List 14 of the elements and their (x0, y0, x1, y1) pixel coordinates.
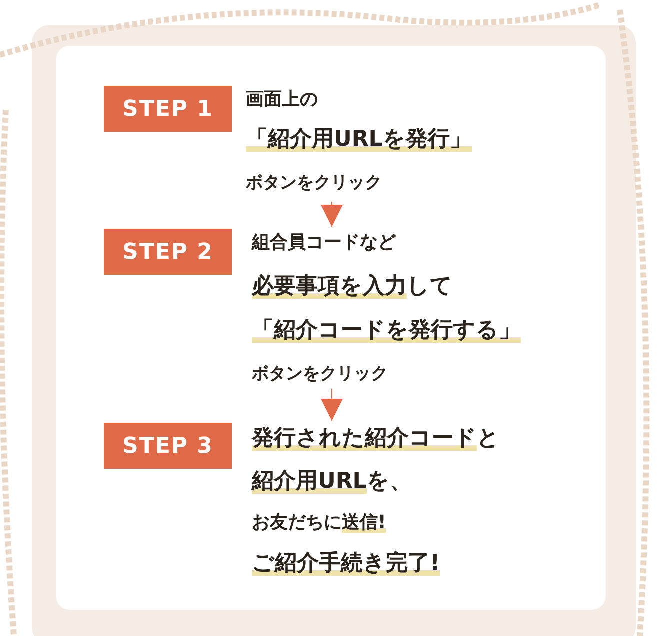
instruction-text: 「紹介コードを発行する」 (252, 317, 521, 345)
instruction-text: ボタンをクリック (246, 172, 382, 195)
step-badge: STEP 3 (104, 423, 232, 469)
instruction-text: ご紹介手続き完了! (252, 550, 440, 578)
instruction-text: お友だちに送信! (252, 511, 386, 535)
step-badge: STEP 1 (104, 86, 232, 132)
down-arrow (321, 202, 343, 228)
instruction-text: 組合員コードなど (252, 231, 396, 255)
down-arrow (321, 388, 343, 422)
instruction-text: ボタンをクリック (252, 363, 388, 386)
instruction-text: 「紹介用URLを発行」 (246, 126, 472, 154)
instruction-text: 画面上の (246, 88, 318, 112)
step-badge: STEP 2 (104, 229, 232, 275)
instruction-text: 必要事項を入力して (252, 273, 453, 301)
